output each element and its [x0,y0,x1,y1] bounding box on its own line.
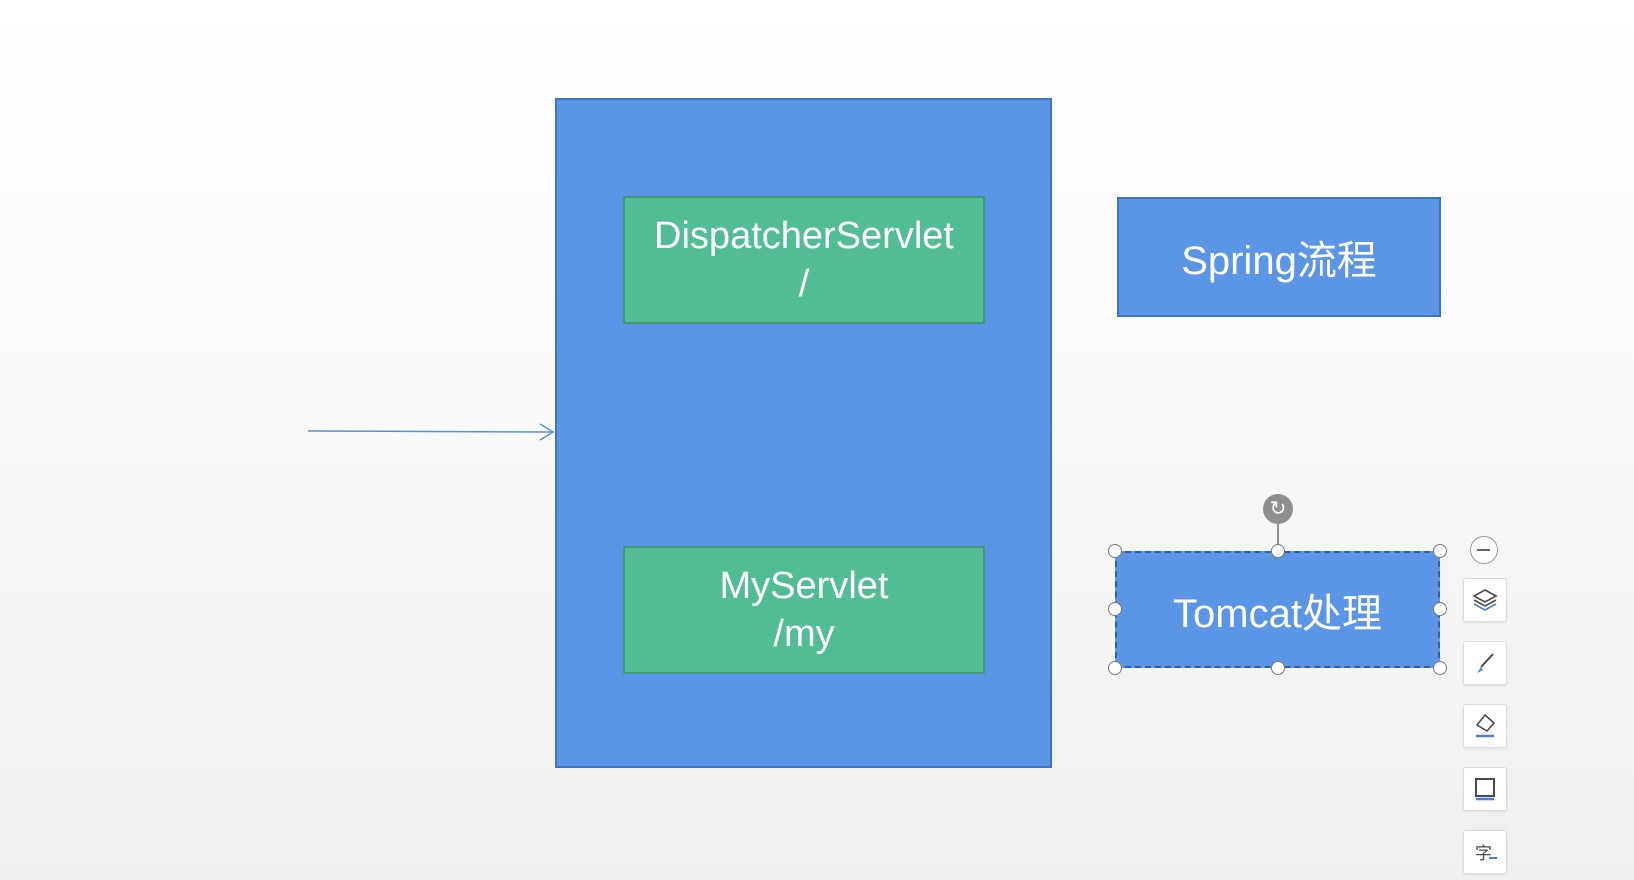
text-format-button[interactable]: 字 [1463,830,1507,874]
border-icon [1475,778,1495,801]
resize-handle-bottom-left[interactable] [1108,661,1122,675]
resize-handle-top[interactable] [1271,544,1285,558]
dispatcher-servlet-path: / [798,263,810,305]
resize-handle-bottom-right[interactable] [1433,661,1447,675]
resize-handle-right[interactable] [1433,602,1447,616]
resize-handle-top-left[interactable] [1108,544,1122,558]
dispatcher-servlet-box[interactable]: DispatcherServlet / [623,196,985,324]
layers-icon [1472,589,1498,611]
fill-button[interactable] [1463,704,1507,748]
rotate-stem [1277,524,1279,550]
brush-button[interactable] [1463,641,1507,685]
spring-flow-box[interactable]: Spring流程 [1117,197,1441,317]
spring-flow-label: Spring流程 [1181,239,1377,283]
border-button[interactable] [1463,767,1507,811]
brush-icon [1477,653,1494,673]
fill-icon [1475,713,1496,738]
tomcat-handling-box[interactable]: Tomcat处理 [1115,551,1440,668]
my-servlet-path: /my [773,613,835,655]
dispatcher-servlet-name: DispatcherServlet [654,215,954,257]
svg-text:字: 字 [1475,844,1492,864]
resize-handle-top-right[interactable] [1433,544,1447,558]
text-format-icon: 字 [1475,844,1497,864]
layers-button[interactable] [1463,578,1507,622]
tomcat-handling-label: Tomcat处理 [1173,591,1382,636]
resize-handle-bottom[interactable] [1271,661,1285,675]
my-servlet-box[interactable]: MyServlet /my [623,546,985,674]
collapse-icon[interactable] [1470,536,1498,564]
my-servlet-name: MyServlet [719,565,889,607]
rotate-handle-icon[interactable]: ↻ [1263,494,1293,524]
resize-handle-left[interactable] [1108,602,1122,616]
